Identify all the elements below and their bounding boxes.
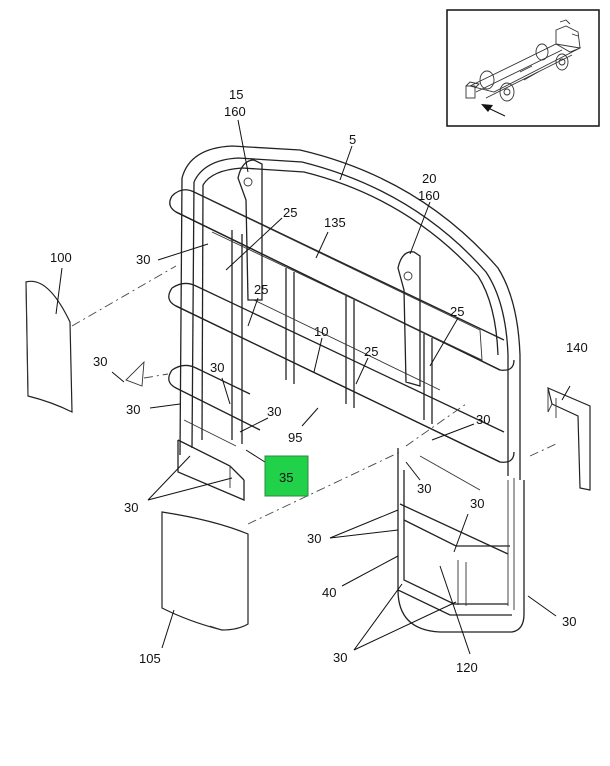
callout-5[interactable]: 5 — [349, 132, 356, 147]
callout-10[interactable]: 10 — [314, 324, 328, 339]
callout-100[interactable]: 100 — [50, 250, 72, 265]
locator-inset — [446, 9, 600, 127]
callout-120[interactable]: 120 — [456, 660, 478, 675]
highlighted-part-35-box[interactable] — [264, 455, 309, 497]
bolt-30-marker — [125, 360, 145, 387]
panel-140 — [547, 386, 591, 491]
chassis-thumbnail — [465, 19, 582, 102]
grille-guard-frame — [168, 145, 525, 633]
callout-30[interactable]: 30 — [136, 252, 150, 267]
callout-30[interactable]: 30 — [126, 402, 140, 417]
callout-30[interactable]: 30 — [124, 500, 138, 515]
callout-20[interactable]: 20 — [422, 171, 436, 186]
inset-arrow — [481, 104, 506, 117]
panel-105 — [161, 511, 249, 631]
callout-105[interactable]: 105 — [139, 651, 161, 666]
callout-40[interactable]: 40 — [322, 585, 336, 600]
callout-15[interactable]: 15 — [229, 87, 243, 102]
callout-30[interactable]: 30 — [470, 496, 484, 511]
callout-30[interactable]: 30 — [562, 614, 576, 629]
callout-30[interactable]: 30 — [417, 481, 431, 496]
callout-30[interactable]: 30 — [333, 650, 347, 665]
callout-140[interactable]: 140 — [566, 340, 588, 355]
callout-30[interactable]: 30 — [210, 360, 224, 375]
callout-30[interactable]: 30 — [476, 412, 490, 427]
callout-25[interactable]: 25 — [283, 205, 297, 220]
callout-35[interactable]: 35 — [279, 470, 293, 485]
callout-leaders — [55, 119, 571, 655]
callout-30[interactable]: 30 — [307, 531, 321, 546]
callout-135[interactable]: 135 — [324, 215, 346, 230]
callout-160[interactable]: 160 — [224, 104, 246, 119]
assembly-lines — [71, 265, 557, 525]
callout-25[interactable]: 25 — [254, 282, 268, 297]
callout-labels: 15 160 5 20 160 135 25 25 25 25 10 100 3… — [50, 87, 588, 675]
callout-25[interactable]: 25 — [450, 304, 464, 319]
callout-30[interactable]: 30 — [267, 404, 281, 419]
callout-95[interactable]: 95 — [288, 430, 302, 445]
callout-30[interactable]: 30 — [93, 354, 107, 369]
callout-160[interactable]: 160 — [418, 188, 440, 203]
panel-100 — [25, 280, 73, 413]
callout-25[interactable]: 25 — [364, 344, 378, 359]
